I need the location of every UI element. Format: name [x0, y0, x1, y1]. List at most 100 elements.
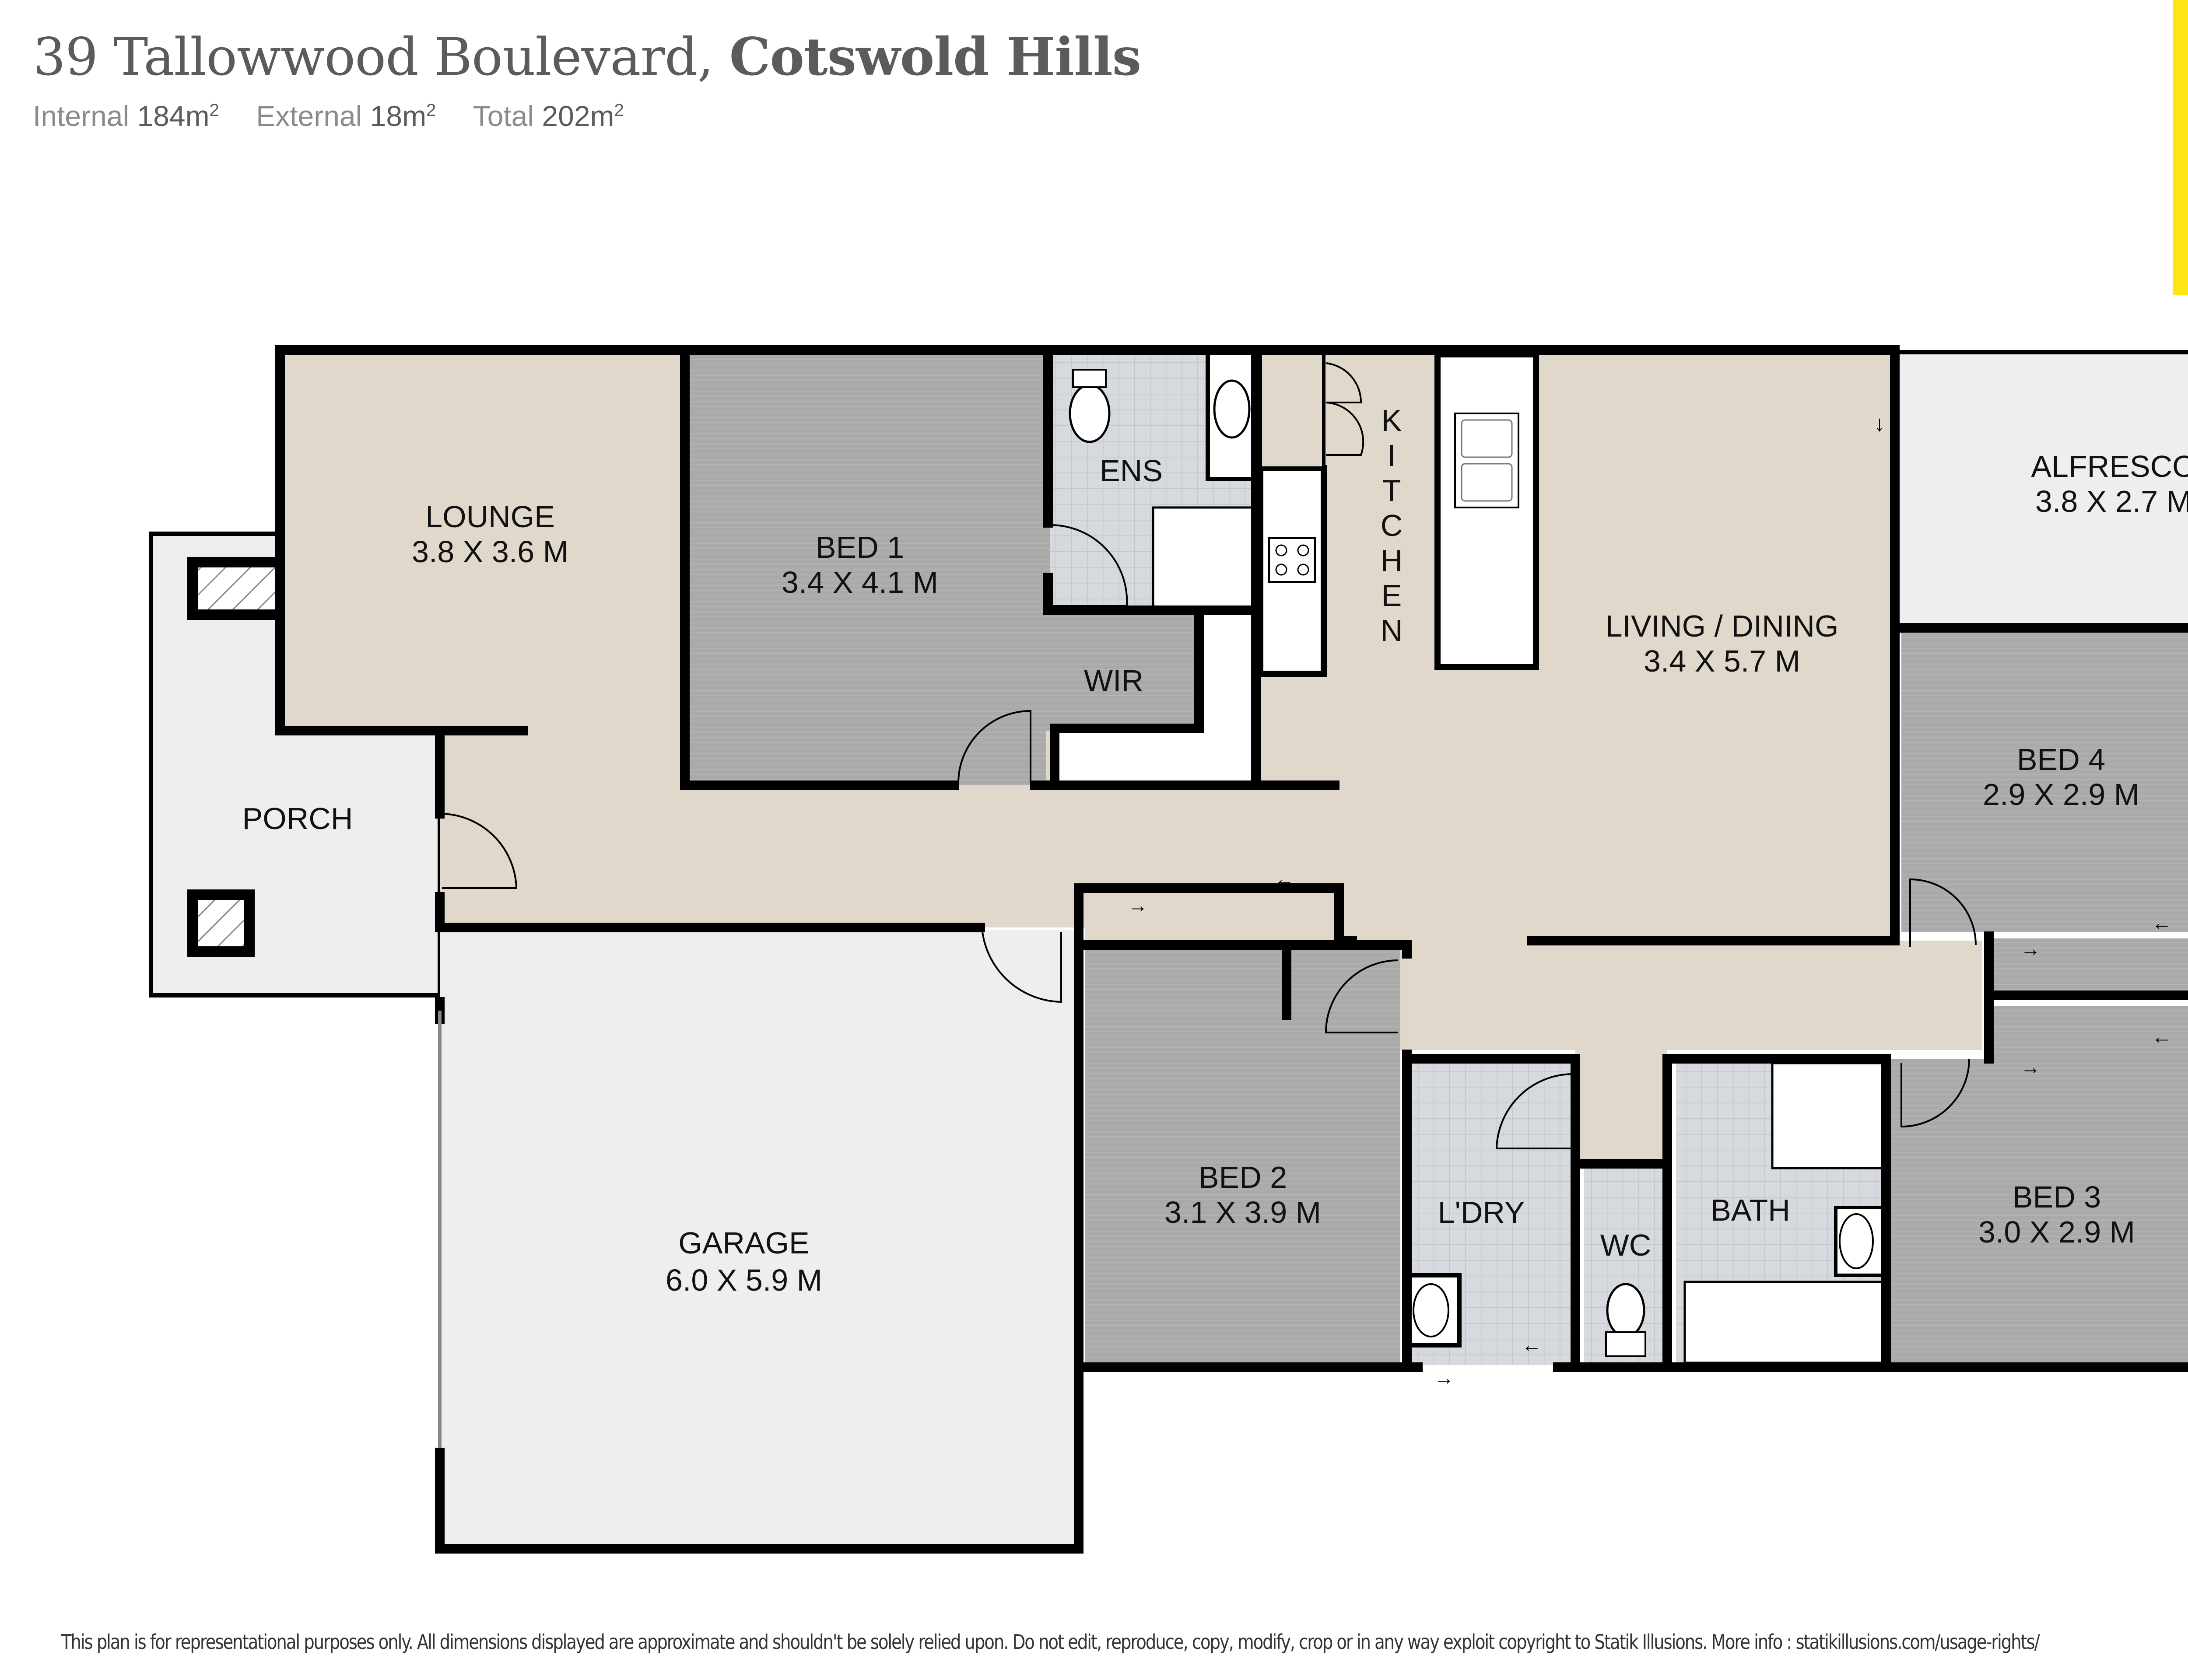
bed3-floor: [1890, 1059, 2188, 1365]
room-bed3: BED 3 3.0 X 2.9 M: [1890, 1006, 2188, 1365]
wall-bed2-top: [1074, 940, 1407, 1020]
room-kitchen: K I T C H E N: [1257, 350, 1539, 677]
bed2-floor: [1085, 949, 1400, 1367]
room-lounge: LOUNGE 3.8 X 3.6 M: [412, 500, 568, 569]
logo-yellow-panel: RayWhite®: [2173, 0, 2188, 295]
area-unit-sup: 2: [426, 101, 436, 120]
sink-bowl: [1461, 419, 1513, 458]
area-label: External: [256, 100, 362, 132]
kitchen-letter: C: [1381, 508, 1403, 542]
laundry-label: L'DRY: [1438, 1195, 1525, 1229]
kitchen-letter: I: [1387, 438, 1396, 472]
area-value: 18m: [370, 100, 427, 132]
garage-floor: [440, 930, 1079, 1551]
area-label: Internal: [33, 100, 130, 132]
raywhite-logo: RayWhite®: [2173, 0, 2188, 295]
wall-wet-areas: [1402, 1054, 1891, 1370]
pillar-icon: [187, 889, 255, 957]
address-suburb: Cotswold Hills: [729, 26, 1142, 87]
pantry: [1259, 350, 1325, 470]
lounge-label: LOUNGE: [425, 500, 555, 534]
room-alfresco: ALFRESCO 3.8 X 2.7 M: [1895, 350, 2188, 628]
bed4-robe: [1993, 938, 2188, 991]
area-label: Total: [473, 100, 534, 132]
bed2-robe: [1085, 949, 1287, 1015]
slide-arrow-left-icon: ←: [1274, 868, 1294, 890]
bed3-robe: [1993, 1006, 2188, 1059]
alfresco-label: ALFRESCO: [2031, 449, 2188, 483]
walls: [275, 345, 2188, 1554]
door-swing-icon: [1909, 878, 1977, 947]
lower-hall-floor: [1343, 941, 1982, 1050]
kitchen-letter: T: [1382, 473, 1401, 508]
burner-icon: [1297, 564, 1309, 576]
room-bed1: BED 1 3.4 X 4.1 M WIR: [689, 352, 1256, 785]
door-swing-icon: [1325, 959, 1399, 1033]
toilet-icon: [1606, 1283, 1645, 1338]
alfresco-dims: 3.8 X 2.7 M: [2035, 484, 2188, 518]
basin-icon: [1213, 379, 1251, 439]
kitchen-letter: H: [1381, 543, 1403, 578]
bed2-label: BED 2: [1199, 1160, 1287, 1194]
bed4-label: BED 4: [2017, 742, 2105, 777]
pantry-doors-icon: [1325, 362, 1364, 456]
slide-arrow-right-icon: →: [1434, 1366, 1454, 1389]
door-swing-icon: [1050, 524, 1128, 607]
bed1-label: BED 1: [816, 530, 904, 564]
wc-hall-floor: [1575, 1046, 1667, 1159]
toilet-cistern: [1072, 369, 1107, 388]
area-value: 184m: [137, 100, 210, 132]
front-door-icon: [442, 813, 518, 889]
door-swing-icon: [1900, 1058, 1970, 1128]
cooktop-icon: [1268, 537, 1316, 583]
slide-arrow-right-icon: →: [2020, 938, 2041, 960]
property-address: 39 Tallowwood Boulevard, Cotswold Hills: [33, 26, 1141, 87]
kitchen-living-floor: [1260, 350, 1895, 945]
lounge-floor: [282, 350, 685, 731]
area-total: Total 202m2: [473, 100, 624, 132]
slide-arrow-right-icon: →: [2020, 1056, 2041, 1078]
garage-dims: 6.0 X 5.9 M: [666, 1263, 822, 1297]
wir-label: WIR: [1084, 664, 1143, 698]
garage-label: GARAGE: [678, 1226, 810, 1260]
wall-bed4-right: [1894, 623, 2188, 633]
burner-icon: [1275, 544, 1287, 556]
room-garage: GARAGE 6.0 X 5.9 M: [440, 930, 1079, 1551]
slide-arrow-right-icon: →: [1128, 894, 1148, 917]
sink-icon: [1454, 413, 1519, 508]
area-external: External 18m2: [256, 100, 444, 132]
slide-arrow-down-icon: ↓: [1874, 411, 1885, 436]
basin-icon: [1839, 1213, 1874, 1269]
toilet-icon: [1069, 384, 1111, 443]
bed2-dims: 3.1 X 3.9 M: [1164, 1195, 1321, 1229]
room-living-dining: LIVING / DINING 3.4 X 5.7 M ↓ ↑: [1606, 411, 1914, 678]
pillar-icon: [187, 557, 285, 620]
slide-arrow-left-icon: ←: [2152, 911, 2172, 934]
plan-header: 39 Tallowwood Boulevard, Cotswold Hills …: [33, 26, 1141, 133]
room-bed2: BED 2 3.1 X 3.9 M: [1085, 949, 1400, 1367]
bed1-dims: 3.4 X 4.1 M: [782, 565, 938, 599]
wall-linen: [1074, 883, 1344, 945]
door-swing-icon: [1495, 1073, 1571, 1149]
bed3-label: BED 3: [2013, 1180, 2101, 1214]
living-label: LIVING / DINING: [1606, 609, 1839, 643]
door-swing-icon: [982, 931, 1062, 1003]
slide-arrow-left-icon: ←: [2152, 1025, 2172, 1048]
porch-label: PORCH: [242, 802, 353, 836]
room-bed4: BED 4 2.9 X 2.9 M: [1901, 630, 2188, 991]
wc-label: WC: [1600, 1228, 1652, 1262]
area-unit-sup: 2: [209, 101, 219, 120]
wall-wc: [1571, 1155, 1672, 1370]
door-swing-icon: [957, 710, 1031, 784]
wall-bed1: [680, 345, 1339, 790]
room-wc: WC: [1584, 1164, 1667, 1365]
toilet-cistern: [1605, 1331, 1646, 1357]
kitchen-letter: E: [1382, 578, 1402, 612]
living-dims: 3.4 X 5.7 M: [1644, 644, 1800, 678]
lounge-dims: 3.8 X 3.6 M: [412, 535, 568, 569]
area-internal: Internal 184m2: [33, 100, 227, 132]
shower-icon: [1771, 1062, 1885, 1169]
bed3-dims: 3.0 X 2.9 M: [1978, 1215, 2135, 1249]
kitchen-letter: N: [1381, 613, 1403, 648]
disclaimer-text: This plan is for representational purpos…: [61, 1630, 2040, 1654]
